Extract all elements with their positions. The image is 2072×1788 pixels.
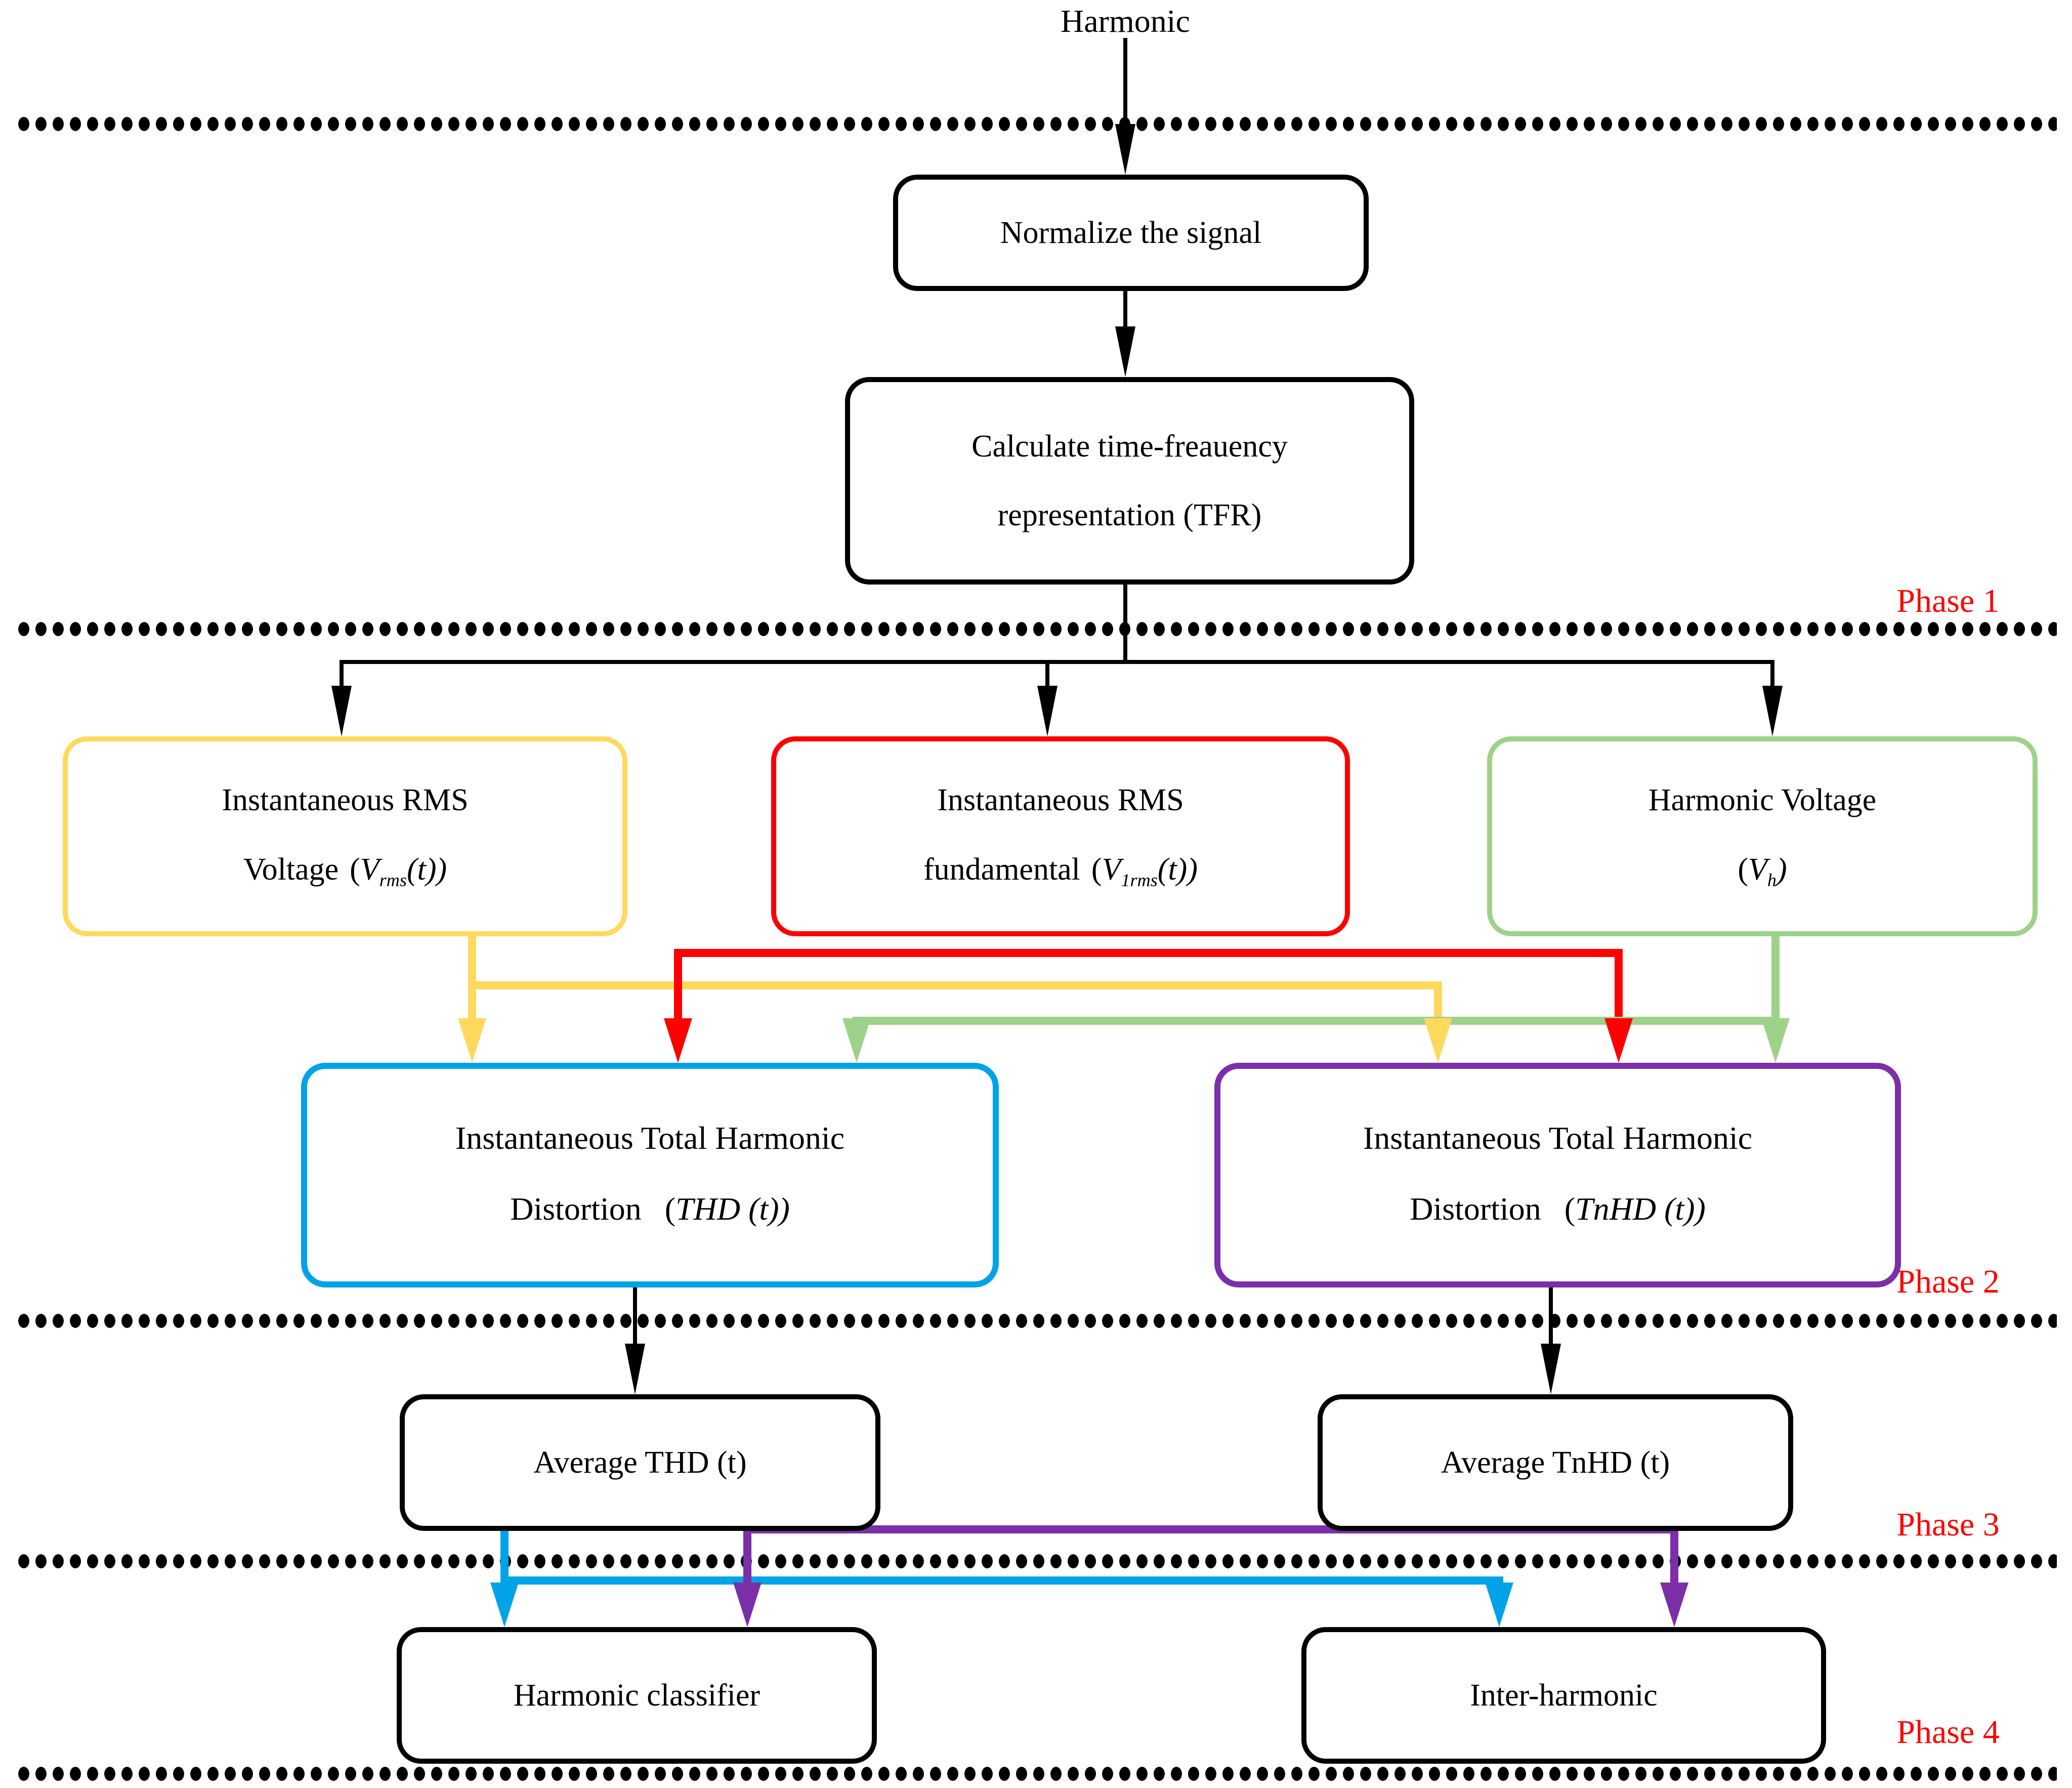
yellow-vertical-right (1434, 985, 1442, 1022)
diagram-title: Harmonic (1061, 3, 1190, 39)
arrowhead-into-normalize (1115, 124, 1135, 175)
red-vertical-left (674, 953, 682, 1022)
purple-vertical-right (1670, 1521, 1678, 1587)
inter-harmonic-label: Inter-harmonic (1470, 1678, 1658, 1713)
branch-drop-middle (1045, 664, 1049, 698)
rms-voltage-formula: (Vrms(t)) (350, 852, 447, 891)
green-arrowhead-into-thd (842, 1018, 871, 1063)
yellow-horizontal-bus (468, 981, 1442, 989)
harmonic-classifier-label: Harmonic classifier (513, 1678, 760, 1713)
yellow-arrowhead-into-thd (458, 1018, 486, 1063)
rms-fundamental-line2: fundamental (923, 852, 1080, 887)
arrowhead-into-avg-thd (625, 1344, 645, 1394)
normalize-box: Normalize the signal (893, 175, 1369, 291)
branch-drop-left (340, 660, 344, 698)
connector-normalize-tfr (1123, 281, 1127, 337)
yellow-arrowhead-into-tnhd (1424, 1018, 1452, 1063)
purple-arrowhead-into-interharmonic (1660, 1583, 1688, 1627)
connector-harmonic-normalize (1123, 38, 1127, 164)
rms-fundamental-formula: (V1rms(t)) (1091, 852, 1198, 891)
phase-3-label: Phase 3 (1896, 1506, 2000, 1543)
yellow-vertical-left (468, 926, 476, 1022)
branch-drop-right (1770, 660, 1774, 698)
connector-tnhd-avgtnhd (1549, 1275, 1553, 1346)
branch-bus-line (342, 660, 1772, 664)
cyan-arrowhead-into-classifier (490, 1583, 519, 1627)
connector-tfr-branch (1123, 574, 1127, 664)
red-horizontal-bus (674, 949, 1623, 957)
harmonic-voltage-box: Harmonic Voltage (Vh) (1487, 736, 2038, 936)
cyan-arrowhead-into-interharmonic (1485, 1583, 1513, 1627)
phase-1-label: Phase 1 (1896, 583, 2000, 619)
phase-divider-2 (15, 621, 2057, 637)
connector-thd-avgthd (633, 1275, 637, 1346)
purple-vertical-left (743, 1529, 751, 1583)
tfr-line2: representation (TFR) (997, 498, 1262, 532)
red-arrowhead-into-tnhd (1604, 1018, 1633, 1063)
arrowhead-into-rms-voltage (331, 686, 352, 736)
avg-thd-label: Average THD (t) (533, 1445, 747, 1480)
arrowhead-into-harmonic-voltage (1762, 686, 1783, 736)
normalize-label: Normalize the signal (1000, 215, 1262, 250)
thd-line1: Instantaneous Total Harmonic (455, 1119, 845, 1156)
phase-divider-5 (15, 1766, 2057, 1781)
phase-4-label: Phase 4 (1896, 1714, 2000, 1751)
tnhd-line1: Instantaneous Total Harmonic (1363, 1119, 1753, 1156)
green-vertical-right (1771, 926, 1780, 1022)
tnhd-formula: (TnHD (t)) (1564, 1191, 1706, 1227)
purple-arrowhead-into-classifier (733, 1583, 762, 1627)
tfr-box: Calculate time-freauency representation … (845, 377, 1414, 585)
cyan-horizontal-bus (500, 1576, 1503, 1585)
tnhd-line2: Distortion (1410, 1191, 1541, 1227)
inter-harmonic-box: Inter-harmonic (1301, 1627, 1826, 1764)
rms-voltage-line1: Instantaneous RMS (222, 783, 469, 818)
harmonic-classifier-box: Harmonic classifier (397, 1627, 877, 1764)
rms-fundamental-line1: Instantaneous RMS (937, 783, 1184, 818)
arrowhead-into-avg-tnhd (1541, 1344, 1561, 1394)
phase-2-label: Phase 2 (1896, 1263, 2000, 1300)
rms-voltage-box: Instantaneous RMS Voltage (Vrms(t)) (63, 736, 627, 936)
rms-fundamental-box: Instantaneous RMS fundamental (V1rms(t)) (771, 736, 1350, 936)
green-arrowhead-into-tnhd (1761, 1018, 1790, 1063)
red-arrowhead-into-thd (664, 1018, 692, 1063)
phase-divider-4 (15, 1554, 2057, 1569)
tnhd-box: Instantaneous Total Harmonic Distortion (… (1214, 1063, 1901, 1287)
thd-box: Instantaneous Total Harmonic Distortion (… (301, 1063, 999, 1287)
cyan-vertical-left (500, 1521, 509, 1587)
harmonic-voltage-line1: Harmonic Voltage (1648, 783, 1877, 818)
avg-tnhd-label: Average TnHD (t) (1441, 1445, 1670, 1480)
avg-tnhd-box: Average TnHD (t) (1318, 1394, 1793, 1531)
tfr-line1: Calculate time-freauency (971, 429, 1288, 464)
avg-thd-box: Average THD (t) (400, 1394, 880, 1531)
green-horizontal-bus (853, 1017, 1775, 1025)
harmonic-voltage-formula: (Vh) (1738, 852, 1787, 891)
thd-line2: Distortion (510, 1191, 642, 1227)
red-vertical-right (1615, 953, 1623, 1022)
phase-divider-3 (15, 1313, 2057, 1328)
thd-formula: (THD (t)) (664, 1191, 790, 1227)
phase-divider-1 (15, 116, 2057, 132)
arrowhead-into-tfr (1115, 326, 1135, 377)
rms-voltage-line2: Voltage (243, 852, 339, 887)
arrowhead-into-rms-fundamental (1037, 686, 1058, 736)
